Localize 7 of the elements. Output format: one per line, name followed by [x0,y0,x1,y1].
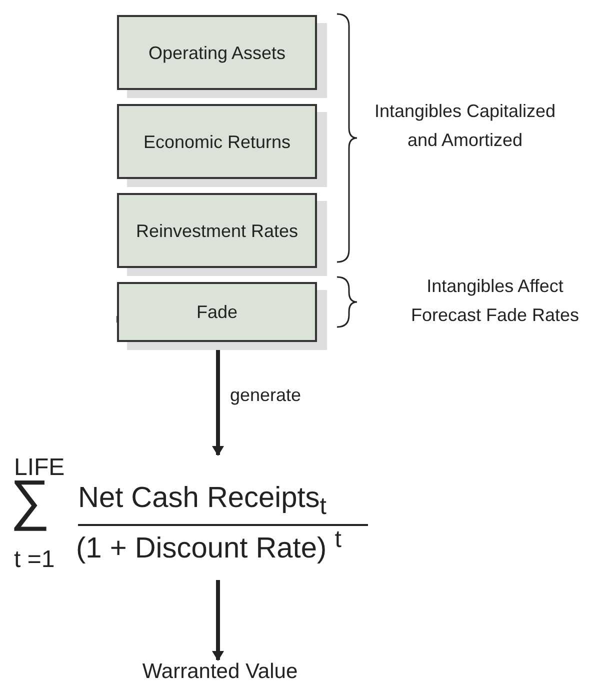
brace-label: Intangibles Affect Forecast Fade Rates [410,275,580,327]
arrow [212,580,224,661]
numerator-text: Net Cash Receipts$_{t}$ [78,483,326,520]
index-label: t =1 [14,547,55,574]
result-text: Warranted Value [130,660,310,690]
denominator-text: (1 + Discount Rate) $^{t}$ [76,527,342,566]
brace-label: Intangibles Capitalized and Amortized [373,100,557,152]
